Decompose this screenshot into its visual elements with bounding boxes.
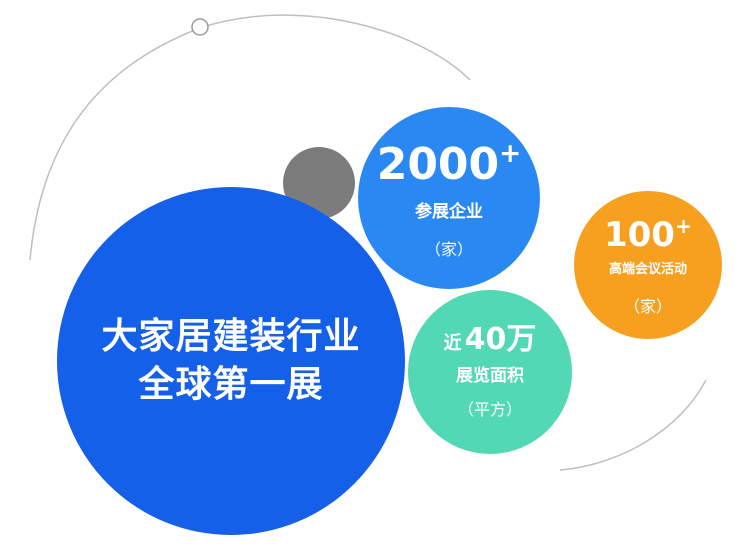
- exhibitors-value: 2000+: [377, 140, 522, 187]
- orbit-arc-right: [559, 379, 707, 471]
- exhibitors-stat-circle: 2000+ 参展企业 （家）: [358, 107, 540, 289]
- events-value: 100+: [603, 214, 692, 255]
- headline-line-1: 大家居建装行业: [101, 316, 361, 357]
- orbit-dot-icon: [191, 18, 209, 36]
- area-label: 展览面积: [456, 365, 524, 386]
- events-label: 高端会议活动: [608, 261, 687, 277]
- events-number: 100: [603, 214, 675, 255]
- exhibitors-plus: +: [499, 137, 522, 169]
- area-prefix: 近: [443, 332, 462, 354]
- events-unit: （家）: [623, 296, 672, 316]
- exhibitors-number: 2000: [376, 138, 500, 190]
- exhibitors-label: 参展企业: [415, 201, 483, 222]
- events-stat-circle: 100+ 高端会议活动 （家）: [574, 191, 722, 339]
- headline-line-2: 全球第一展: [138, 364, 324, 405]
- area-number: 40万: [464, 321, 537, 357]
- area-unit: （平方）: [457, 399, 522, 419]
- exhibitors-unit: （家）: [424, 239, 473, 259]
- headline-circle: 大家居建装行业 全球第一展: [57, 187, 405, 535]
- events-plus: +: [674, 213, 693, 238]
